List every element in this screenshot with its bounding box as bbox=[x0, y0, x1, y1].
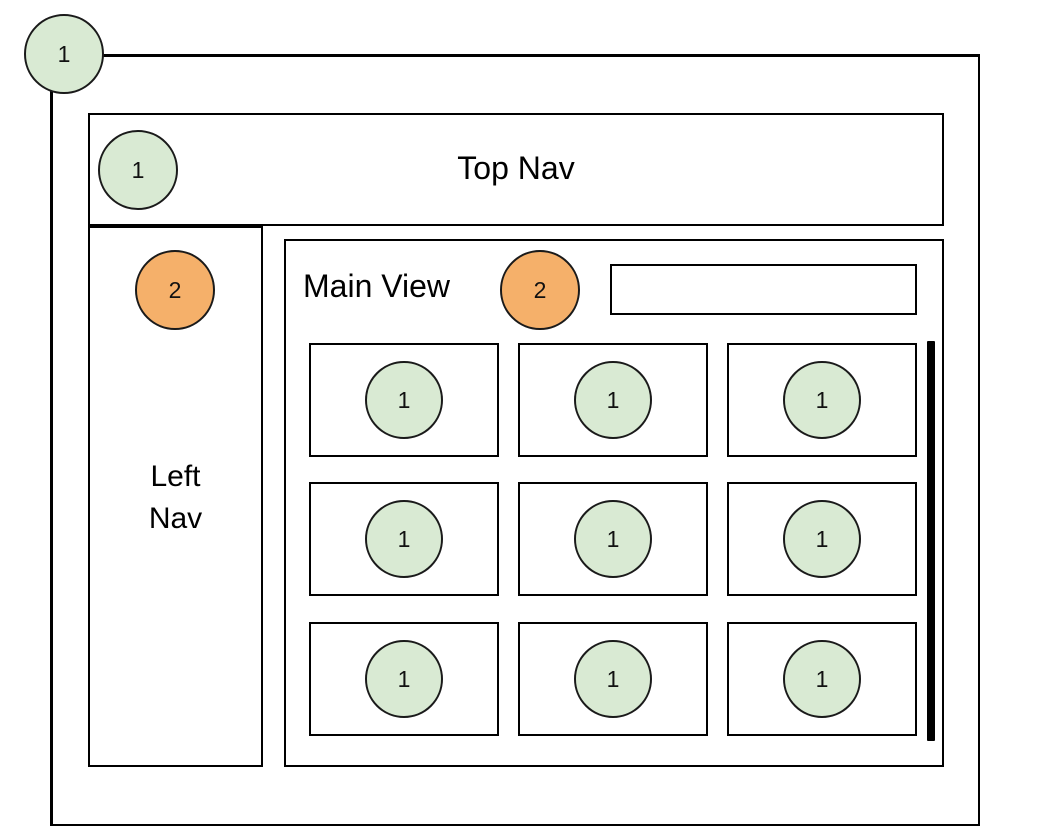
left-nav-label: Left Nav bbox=[148, 460, 203, 535]
card-complexity-value: 1 bbox=[606, 386, 620, 413]
card-item[interactable]: 1 bbox=[727, 622, 917, 736]
card-complexity-badge: 1 bbox=[783, 640, 861, 718]
window-complexity-value: 1 bbox=[57, 40, 71, 67]
card-item[interactable]: 1 bbox=[309, 482, 499, 596]
card-complexity-badge: 1 bbox=[365, 361, 443, 439]
card-item[interactable]: 1 bbox=[309, 343, 499, 457]
card-complexity-badge: 1 bbox=[783, 500, 861, 578]
card-item[interactable]: 1 bbox=[309, 622, 499, 736]
card-item[interactable]: 1 bbox=[518, 622, 708, 736]
top-nav-label: Top Nav bbox=[457, 150, 575, 186]
left-nav-complexity-badge: 2 bbox=[135, 250, 215, 330]
top-nav-panel[interactable] bbox=[88, 113, 944, 226]
card-item[interactable]: 1 bbox=[727, 343, 917, 457]
card-complexity-value: 1 bbox=[397, 665, 411, 692]
main-view-complexity-badge: 2 bbox=[500, 250, 580, 330]
card-complexity-value: 1 bbox=[815, 386, 829, 413]
card-complexity-value: 1 bbox=[397, 386, 411, 413]
card-complexity-badge: 1 bbox=[365, 640, 443, 718]
search-input[interactable] bbox=[610, 264, 917, 315]
card-item[interactable]: 1 bbox=[518, 482, 708, 596]
card-item[interactable]: 1 bbox=[518, 343, 708, 457]
card-complexity-badge: 1 bbox=[574, 500, 652, 578]
card-item[interactable]: 1 bbox=[727, 482, 917, 596]
card-complexity-badge: 1 bbox=[783, 361, 861, 439]
scrollbar-thumb[interactable] bbox=[927, 341, 935, 741]
card-complexity-badge: 1 bbox=[365, 500, 443, 578]
main-view-complexity-value: 2 bbox=[533, 276, 547, 303]
vertical-scrollbar[interactable] bbox=[927, 341, 935, 741]
card-complexity-value: 1 bbox=[815, 525, 829, 552]
top-nav-complexity-value: 1 bbox=[131, 156, 145, 183]
window-complexity-badge: 1 bbox=[24, 14, 104, 94]
card-complexity-value: 1 bbox=[815, 665, 829, 692]
main-view-label: Main View bbox=[303, 268, 451, 304]
card-complexity-value: 1 bbox=[606, 525, 620, 552]
top-nav-complexity-badge: 1 bbox=[98, 130, 178, 210]
card-complexity-value: 1 bbox=[606, 665, 620, 692]
left-nav-complexity-value: 2 bbox=[168, 276, 182, 303]
card-complexity-value: 1 bbox=[397, 525, 411, 552]
card-complexity-badge: 1 bbox=[574, 361, 652, 439]
corner-connector-vertical bbox=[50, 88, 53, 826]
corner-connector-horizontal bbox=[96, 54, 980, 57]
card-complexity-badge: 1 bbox=[574, 640, 652, 718]
